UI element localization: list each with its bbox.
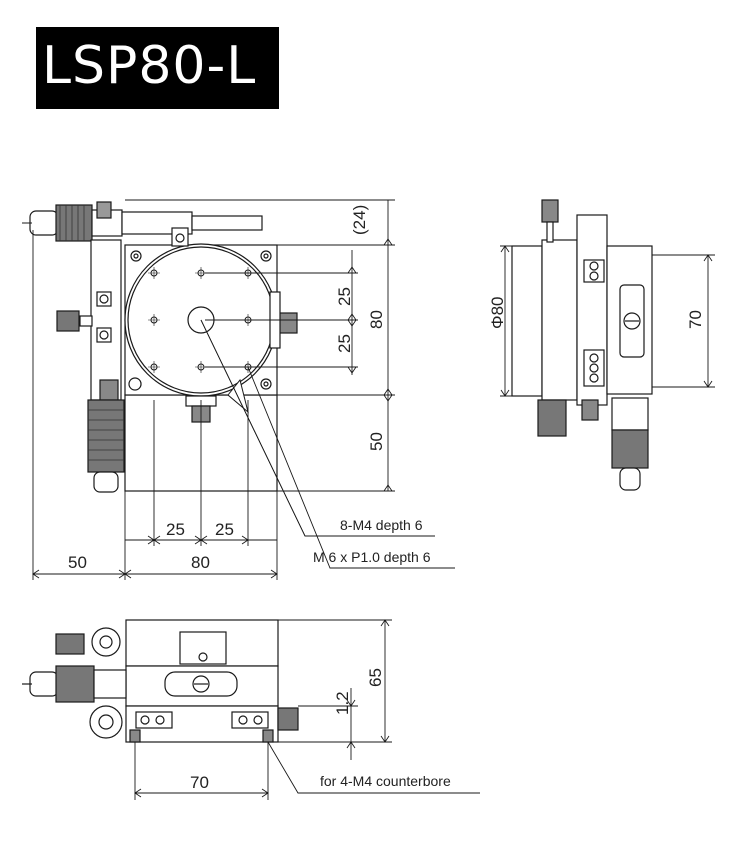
- vertical-micrometer: [56, 239, 142, 493]
- dim-25-left: 25: [166, 520, 185, 539]
- callout-center-hole: M 6 x P1.0 depth 6: [313, 549, 431, 565]
- callout-m4-holes: 8-M4 depth 6: [340, 517, 423, 533]
- dim-80-vertical: 80: [367, 310, 386, 329]
- dim-50-horizontal: 50: [68, 553, 87, 572]
- dim-top-offset: (24): [350, 205, 369, 235]
- top-view: [22, 201, 298, 493]
- dim-phi80: Φ80: [488, 297, 507, 329]
- front-view-dimensions: [134, 619, 480, 800]
- top-view-dimensions: [32, 199, 455, 580]
- dim-25-right: 25: [215, 520, 234, 539]
- dim-50-vertical: 50: [367, 432, 386, 451]
- model-title: LSP80-L: [42, 36, 257, 96]
- top-micrometer: [22, 201, 263, 247]
- dim-80-horizontal: 80: [191, 553, 210, 572]
- dim-70-side: 70: [686, 310, 705, 329]
- dim-70-bottom: 70: [190, 773, 209, 792]
- callout-counterbore: for 4-M4 counterbore: [320, 773, 451, 789]
- hole-crosses: [148, 267, 254, 373]
- front-view: [22, 619, 299, 743]
- side-view-dimensions: [500, 245, 715, 397]
- dim-25-lower: 25: [335, 334, 354, 353]
- dim-25-upper: 25: [335, 287, 354, 306]
- model-title-box: LSP80-L: [36, 27, 279, 109]
- dim-65: 65: [366, 668, 385, 687]
- side-view: [511, 199, 653, 491]
- dim-1-2: 1.2: [333, 691, 352, 715]
